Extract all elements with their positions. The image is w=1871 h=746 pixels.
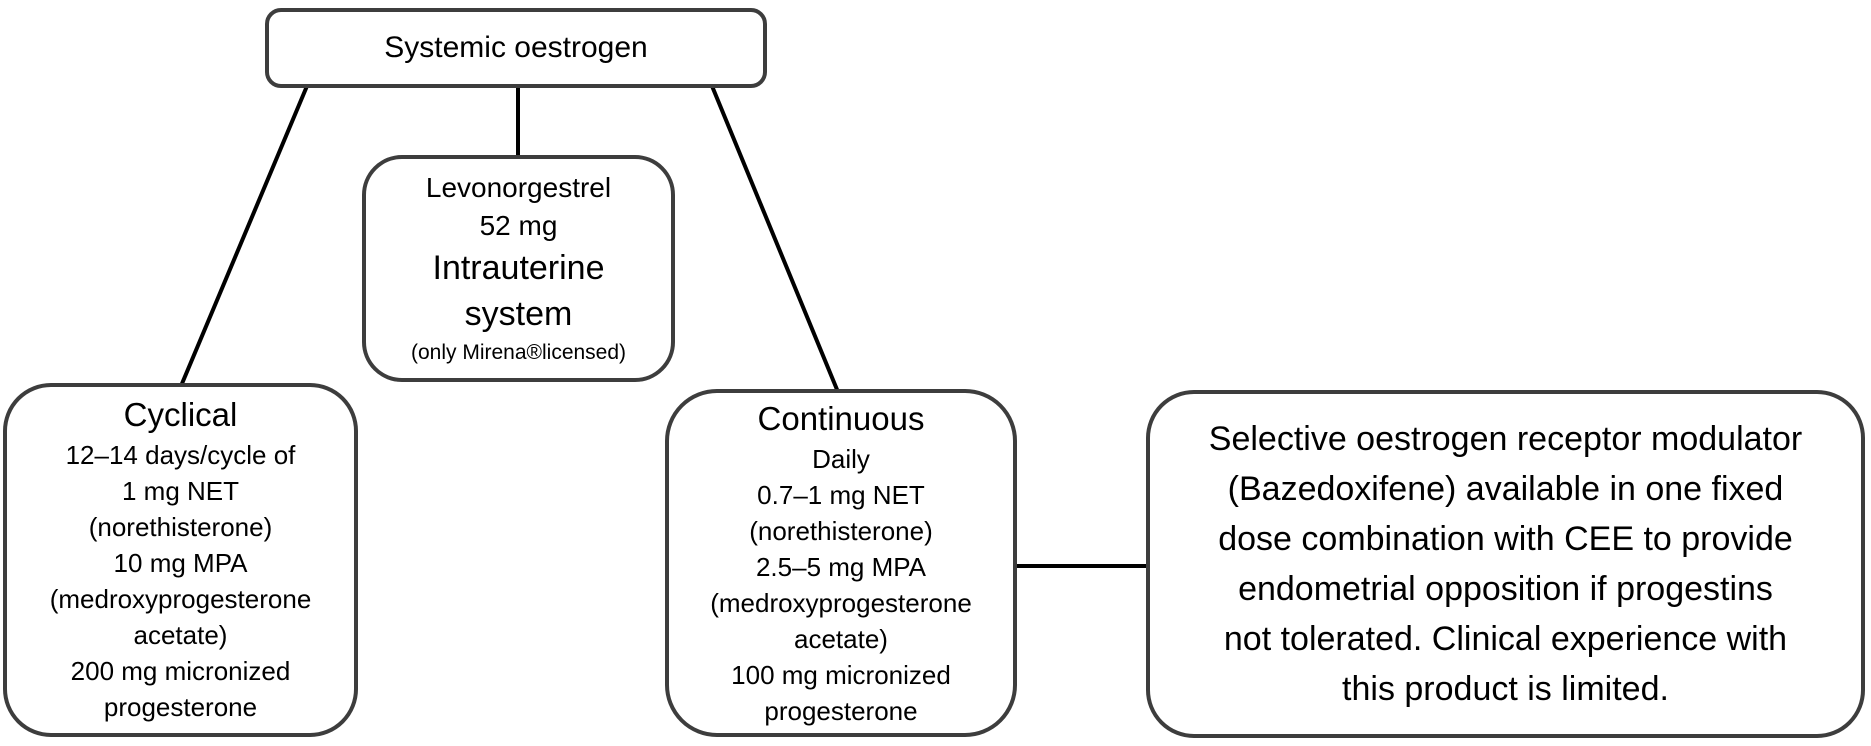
- cyclical-line-schedule: 12–14 days/cycle of: [65, 440, 296, 470]
- continuous-title: Continuous: [757, 400, 925, 437]
- continuous-line-mpa-name-1: (medroxyprogesterone: [710, 588, 972, 618]
- continuous-line-schedule: Daily: [812, 444, 870, 474]
- ius-type-line1: Intrauterine: [432, 248, 605, 287]
- continuous-line-progesterone-dose: 100 mg micronized: [731, 660, 951, 690]
- cyclical-title: Cyclical: [123, 396, 238, 433]
- cyclical-line-mpa-name-1: (medroxyprogesterone: [49, 584, 312, 614]
- cyclical-line-progesterone-dose: 200 mg micronized: [70, 656, 291, 686]
- cyclical-line-progesterone-name: progesterone: [103, 692, 258, 722]
- cyclical-line-mpa-name-2: acetate): [133, 620, 228, 650]
- connector-root-to-cyclical: [179, 85, 309, 387]
- node-systemic-oestrogen: Systemic oestrogen: [265, 8, 767, 88]
- ius-dose: 52 mg: [479, 209, 558, 241]
- systemic-oestrogen-label: Systemic oestrogen: [384, 31, 648, 64]
- continuous-line-mpa-name-2: acetate): [794, 624, 888, 654]
- serm-text-line-6: this product is limited.: [1342, 670, 1669, 708]
- serm-text-line-1: Selective oestrogen receptor modulator: [1208, 420, 1803, 458]
- ius-type-line2: system: [464, 294, 573, 333]
- ius-license-note: (only Mirena®licensed): [410, 340, 627, 364]
- cyclical-line-mpa-dose: 10 mg MPA: [113, 548, 248, 578]
- serm-text-line-3: dose combination with CEE to provide: [1218, 520, 1793, 558]
- serm-text-line-2: (Bazedoxifene) available in one fixed: [1227, 470, 1784, 508]
- node-cyclical-regimen: Cyclical 12–14 days/cycle of 1 mg NET (n…: [3, 383, 358, 737]
- ius-drug-name: Levonorgestrel: [425, 171, 612, 203]
- connector-root-to-continuous: [710, 85, 840, 393]
- continuous-line-net-dose: 0.7–1 mg NET: [757, 480, 925, 510]
- serm-text-line-4: endometrial opposition if progestins: [1238, 570, 1773, 608]
- continuous-line-progesterone-name: progesterone: [764, 696, 918, 726]
- continuous-line-net-name: (norethisterone): [749, 516, 933, 546]
- node-serm-info: Selective oestrogen receptor modulator (…: [1146, 390, 1865, 738]
- node-continuous-regimen: Continuous Daily 0.7–1 mg NET (norethist…: [665, 389, 1017, 737]
- cyclical-line-net-name: (norethisterone): [88, 512, 273, 542]
- node-levonorgestrel-ius: Levonorgestrel 52 mg Intrauterine system…: [362, 155, 675, 382]
- cyclical-line-net-dose: 1 mg NET: [121, 476, 240, 506]
- continuous-line-mpa-dose: 2.5–5 mg MPA: [755, 552, 927, 582]
- serm-text-line-5: not tolerated. Clinical experience with: [1223, 620, 1788, 658]
